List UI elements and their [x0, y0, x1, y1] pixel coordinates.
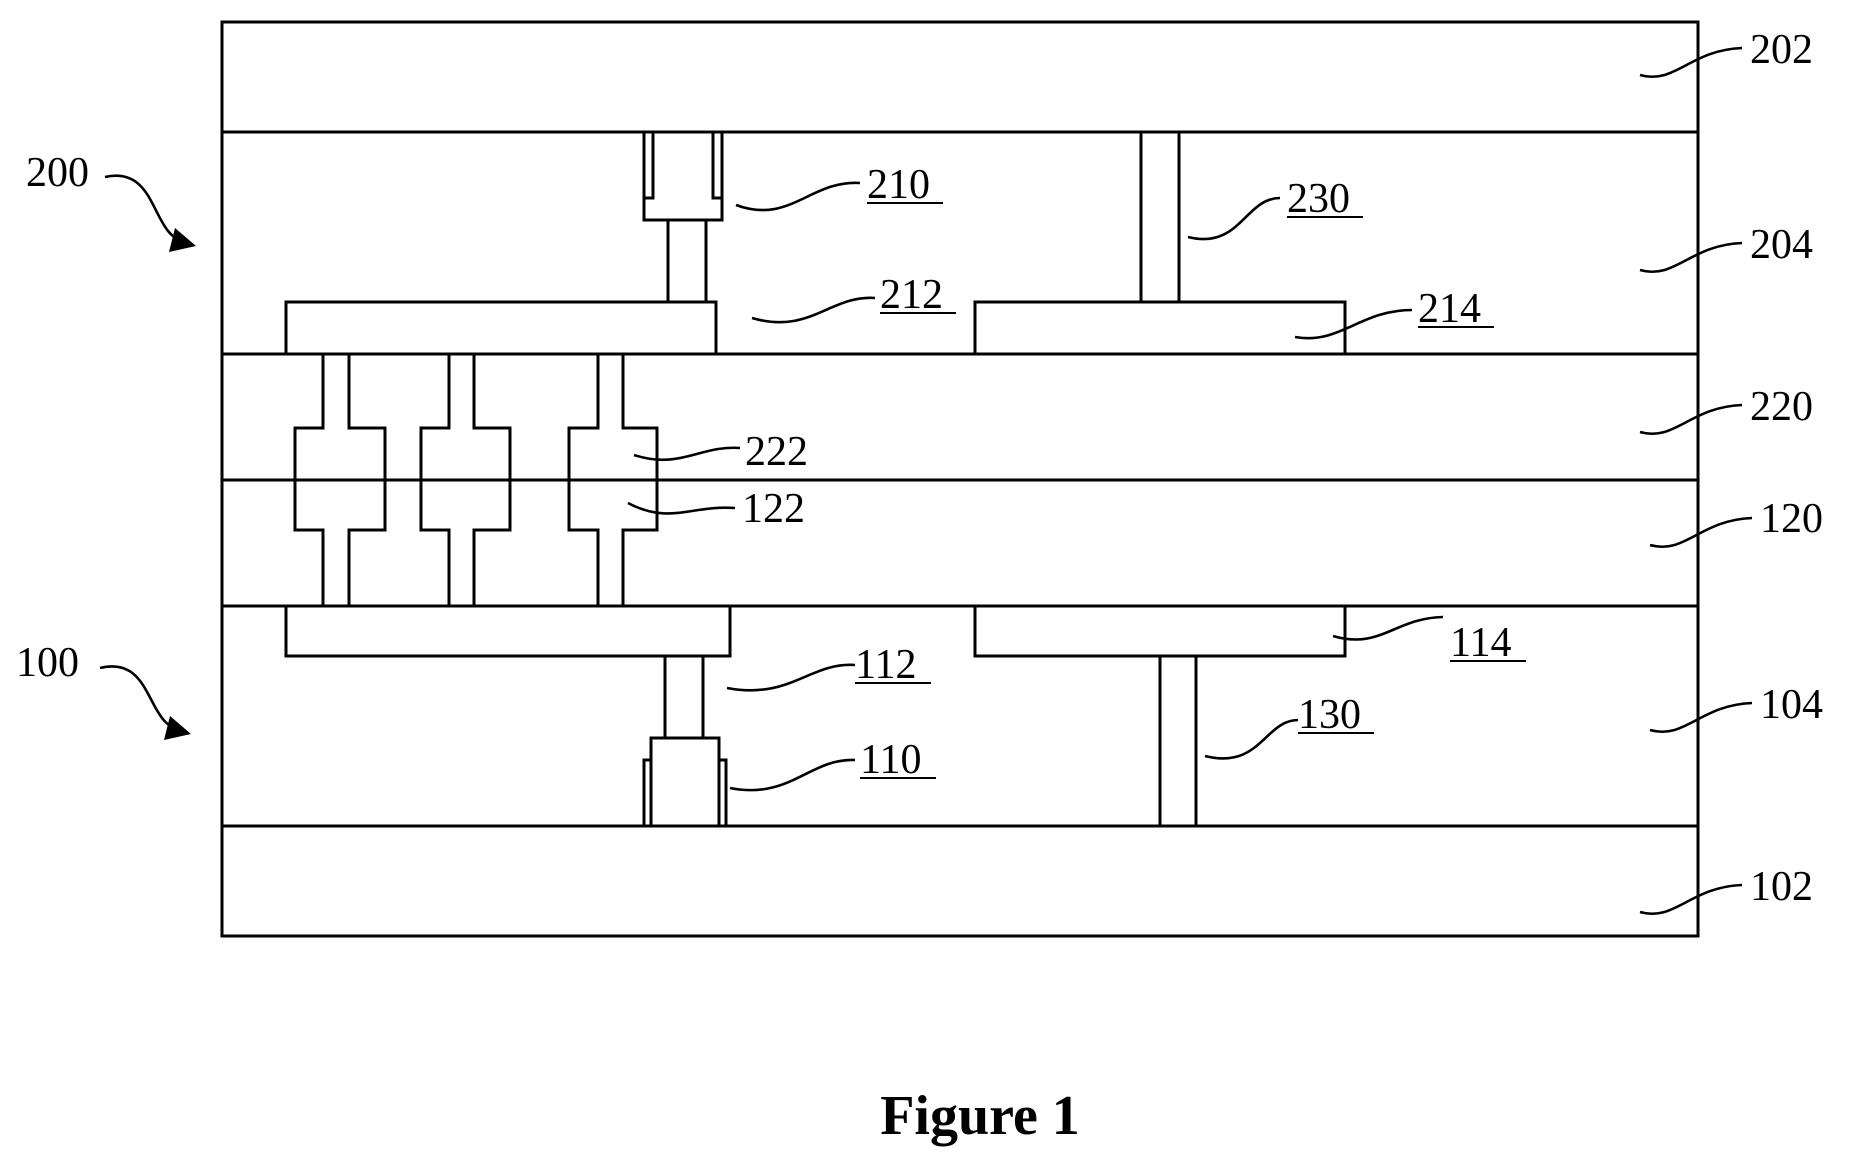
label-200: 200 — [26, 150, 89, 196]
arrow-100-head — [164, 716, 191, 740]
label-120: 120 — [1760, 496, 1823, 542]
underlined-labels: 210 230 212 214 114 112 110 130 — [855, 162, 1526, 783]
label-122: 122 — [742, 486, 805, 532]
arrow-200-head — [169, 228, 196, 252]
label-102: 102 — [1750, 864, 1813, 910]
figure-caption: Figure 1 — [880, 1085, 1080, 1147]
label-214: 214 — [1418, 286, 1481, 332]
contact-112-110 — [665, 656, 703, 738]
contact-210-212 — [668, 220, 706, 302]
leader-204 — [1640, 243, 1742, 272]
label-230: 230 — [1287, 176, 1350, 222]
leader-114 — [1333, 617, 1443, 640]
label-204: 204 — [1750, 222, 1813, 268]
metal-212 — [286, 302, 716, 354]
gate-110 — [651, 738, 719, 826]
leader-120 — [1650, 518, 1752, 547]
leader-112 — [727, 665, 855, 691]
via-130 — [1160, 656, 1196, 826]
label-222: 222 — [745, 429, 808, 475]
label-104: 104 — [1760, 682, 1823, 728]
spacer-210-left — [644, 132, 653, 198]
label-114: 114 — [1450, 620, 1511, 666]
leader-122 — [628, 503, 735, 513]
leader-110 — [730, 760, 855, 790]
leader-212 — [752, 298, 875, 322]
leader-220 — [1640, 405, 1742, 434]
leader-222 — [634, 448, 740, 460]
metal-214 — [975, 302, 1345, 354]
label-100: 100 — [16, 640, 79, 686]
upper-device-structures — [286, 132, 1345, 354]
label-210: 210 — [867, 162, 930, 208]
label-212: 212 — [880, 272, 943, 318]
leader-104 — [1650, 703, 1752, 732]
lower-device-structures — [286, 606, 1345, 826]
leader-130 — [1205, 720, 1298, 758]
metal-114 — [975, 606, 1345, 656]
label-220: 220 — [1750, 384, 1813, 430]
label-112: 112 — [855, 642, 916, 688]
gate-210 — [644, 132, 722, 220]
leader-202 — [1640, 48, 1742, 77]
spacer-210-right — [713, 132, 722, 198]
label-110: 110 — [860, 737, 921, 783]
metal-112 — [286, 606, 730, 656]
layer-stack — [222, 22, 1698, 936]
leader-214 — [1295, 310, 1412, 338]
leader-102 — [1640, 885, 1742, 914]
leader-230 — [1188, 198, 1280, 239]
via-230 — [1141, 132, 1179, 302]
leader-210 — [736, 183, 860, 210]
label-130: 130 — [1298, 692, 1361, 738]
label-202: 202 — [1750, 27, 1813, 73]
